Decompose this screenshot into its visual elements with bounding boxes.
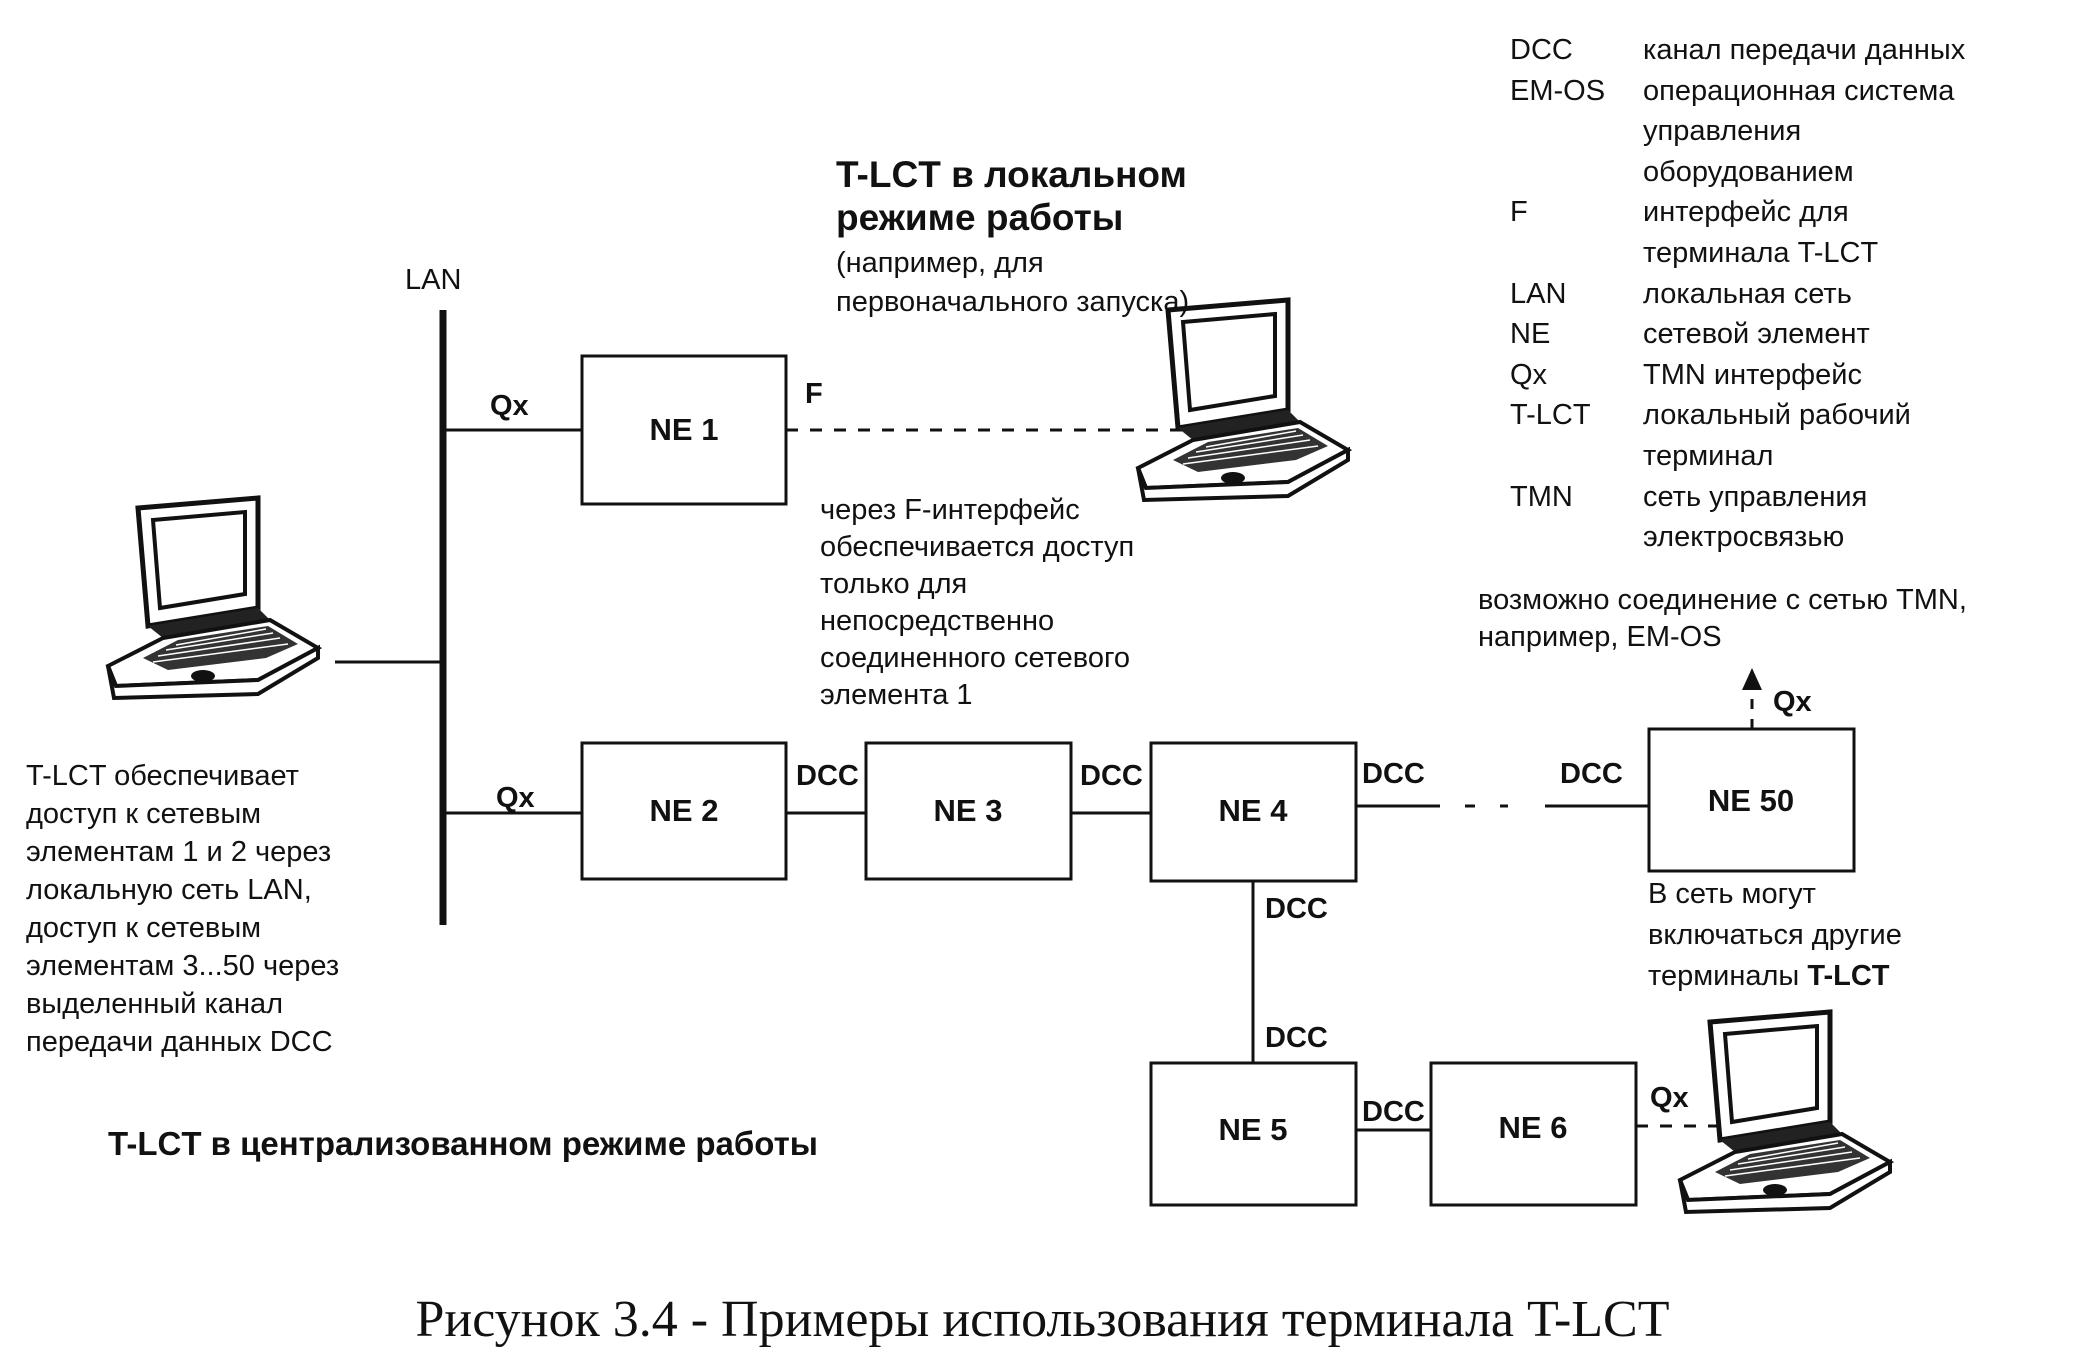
figure-caption: Рисунок 3.4 - Примеры использования терм… — [415, 1291, 1670, 1348]
laptop-ne6 — [1680, 1012, 1890, 1212]
ne1-box — [580, 354, 788, 506]
legend-key — [1510, 517, 1643, 558]
legend-key: T-LCT — [1510, 399, 1591, 432]
legend-value: операционная система — [1643, 74, 1955, 107]
ne2-label: NE 2 — [649, 793, 719, 828]
legend-row: Qx TMN интерфейс — [1510, 355, 1965, 396]
ne3-label: NE 3 — [933, 793, 1003, 828]
legend-key: F — [1510, 196, 1528, 229]
local-mode-subtitle-line1: (например, для — [836, 247, 1044, 279]
legend-value: оборудованием — [1643, 155, 1854, 188]
ne50-label: NE 50 — [1707, 783, 1795, 818]
legend-row: DCC канал передачи данных — [1510, 30, 1965, 71]
legend-row: TMN сеть управления — [1510, 477, 1965, 518]
qx-ne1-label: Qx — [490, 390, 529, 422]
lan-label: LAN — [405, 264, 462, 296]
dcc-ne5-up-label: DCC — [1265, 1022, 1328, 1054]
legend-row: терминала T-LCT — [1510, 233, 1965, 274]
legend-key: TMN — [1510, 480, 1573, 513]
legend-key: NE — [1510, 318, 1551, 351]
dcc-ne4-right-label: DCC — [1362, 758, 1425, 790]
central-mode-title: T-LCT в централизованном режиме работы — [108, 1125, 818, 1162]
ne6-box — [1429, 1061, 1638, 1207]
legend-value: терминал — [1643, 439, 1774, 472]
legend-key — [1510, 152, 1643, 193]
local-mode-subtitle-line2: первоначального запуска) — [836, 286, 1190, 318]
laptop-left — [108, 498, 318, 698]
dcc-ne4-down-label: DCC — [1265, 893, 1328, 925]
dcc-ne5-ne6-label: DCC — [1362, 1096, 1425, 1128]
other-terminals-line2: включаться другие — [1648, 919, 1902, 951]
local-mode-title-line2: режиме работы — [836, 197, 1124, 238]
legend-row: оборудованием — [1510, 152, 1965, 193]
ne5-box — [1149, 1061, 1358, 1207]
legend-value: локальная сеть — [1643, 277, 1852, 310]
legend-value: сетевой элемент — [1643, 318, 1870, 351]
legend-value: электросвязью — [1643, 521, 1845, 554]
legend-key: EM-OS — [1510, 74, 1606, 107]
legend-value: управления — [1643, 115, 1802, 148]
local-mode-title-line1: T-LCT в локальном — [836, 154, 1187, 195]
ne3-box — [864, 741, 1073, 881]
legend-value: локальный рабочий — [1643, 399, 1911, 432]
ne4-label: NE 4 — [1218, 793, 1288, 828]
legend-key — [1510, 436, 1643, 477]
legend-value: сеть управления — [1643, 480, 1868, 513]
qx-ne2-label: Qx — [496, 782, 535, 814]
legend-value: TMN интерфейс — [1643, 358, 1862, 391]
ne5-label: NE 5 — [1218, 1112, 1288, 1147]
f-interface-note: через F-интерфейс обеспечивается доступ … — [820, 494, 1135, 711]
tmn-note: возможно соединение с сетью TMN, наприме… — [1478, 584, 1967, 653]
legend-value: терминала T-LCT — [1643, 236, 1879, 269]
qx-ne50-label: Qx — [1773, 686, 1812, 718]
legend-value: интерфейс для — [1643, 196, 1849, 229]
left-note: T-LCT обеспечивает доступ к сетевым элем… — [26, 760, 340, 1058]
legend-row: управления — [1510, 111, 1965, 152]
other-terminals-line3: терминалы T-LCT — [1648, 958, 1889, 995]
legend-key: DCC — [1510, 34, 1573, 66]
dcc-ne2-ne3-label: DCC — [796, 760, 859, 792]
legend-key — [1510, 111, 1643, 152]
other-terminals-plain: терминалы — [1648, 960, 1808, 992]
legend-row: EM-OS операционная система — [1510, 71, 1965, 112]
ne1-label: NE 1 — [649, 412, 719, 447]
ne6-label: NE 6 — [1498, 1110, 1568, 1145]
dcc-ne50-left-label: DCC — [1560, 758, 1623, 790]
legend-row: LAN локальная сеть — [1510, 274, 1965, 315]
other-terminals-bold: T-LCT — [1807, 960, 1890, 992]
laptop-local — [1138, 300, 1348, 500]
legend-row: T-LCT локальный рабочий — [1510, 395, 1965, 436]
f-interface-label: F — [805, 378, 823, 410]
legend-value: канал передачи данных — [1643, 34, 1966, 66]
legend-key — [1510, 233, 1643, 274]
qx-ne6-label: Qx — [1650, 1082, 1689, 1114]
legend-row: электросвязью — [1510, 517, 1965, 558]
legend-key: Qx — [1510, 358, 1548, 391]
other-terminals-line1: В сеть могут — [1648, 878, 1816, 910]
legend-row: NE сетевой элемент — [1510, 314, 1965, 355]
ne50-box — [1647, 727, 1856, 873]
dcc-ne3-ne4-label: DCC — [1080, 760, 1143, 792]
legend-key: LAN — [1510, 277, 1567, 310]
legend-row: терминал — [1510, 436, 1965, 477]
ne2-box — [580, 741, 788, 881]
